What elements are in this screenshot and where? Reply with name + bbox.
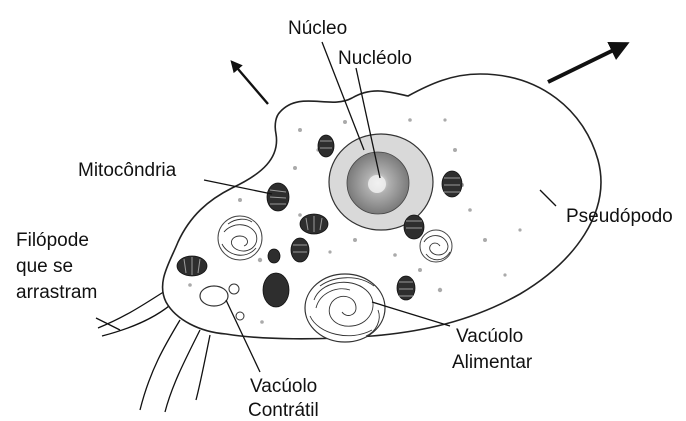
label-filopode-1: Filópode (16, 230, 89, 251)
food-vacuole (420, 230, 452, 262)
mitochondrion (291, 238, 309, 262)
label-pseudopodo: Pseudópodo (566, 206, 673, 227)
label-vacuolo-alimentar-2: Alimentar (452, 352, 533, 373)
food-vacuole (218, 216, 262, 260)
label-mitocondria: Mitocôndria (78, 160, 177, 181)
mitochondrion (268, 249, 280, 263)
label-vacuolo-contratil-1: Vacúolo (250, 376, 317, 397)
mitochondrion (442, 171, 462, 197)
mitochondrion (397, 276, 415, 300)
mitochondrion (404, 215, 424, 239)
movement-arrow-icon (232, 62, 268, 104)
mitochondrion (318, 135, 334, 157)
label-filopode-2: que se (16, 256, 73, 277)
label-filopode-3: arrastram (16, 282, 97, 303)
label-nucleo: Núcleo (288, 18, 347, 39)
movement-arrow-icon (548, 44, 626, 82)
label-vacuolo-contratil-2: Contrátil (248, 400, 319, 421)
mitochondrion (177, 256, 207, 276)
mitochondrion (300, 214, 328, 234)
mitochondrion (267, 183, 289, 211)
label-nucleolo: Nucléolo (338, 48, 412, 69)
label-vacuolo-alimentar-1: Vacúolo (456, 326, 523, 347)
mitochondrion (263, 273, 289, 307)
food-vacuole-large (305, 274, 385, 342)
nucleolus (368, 175, 386, 193)
